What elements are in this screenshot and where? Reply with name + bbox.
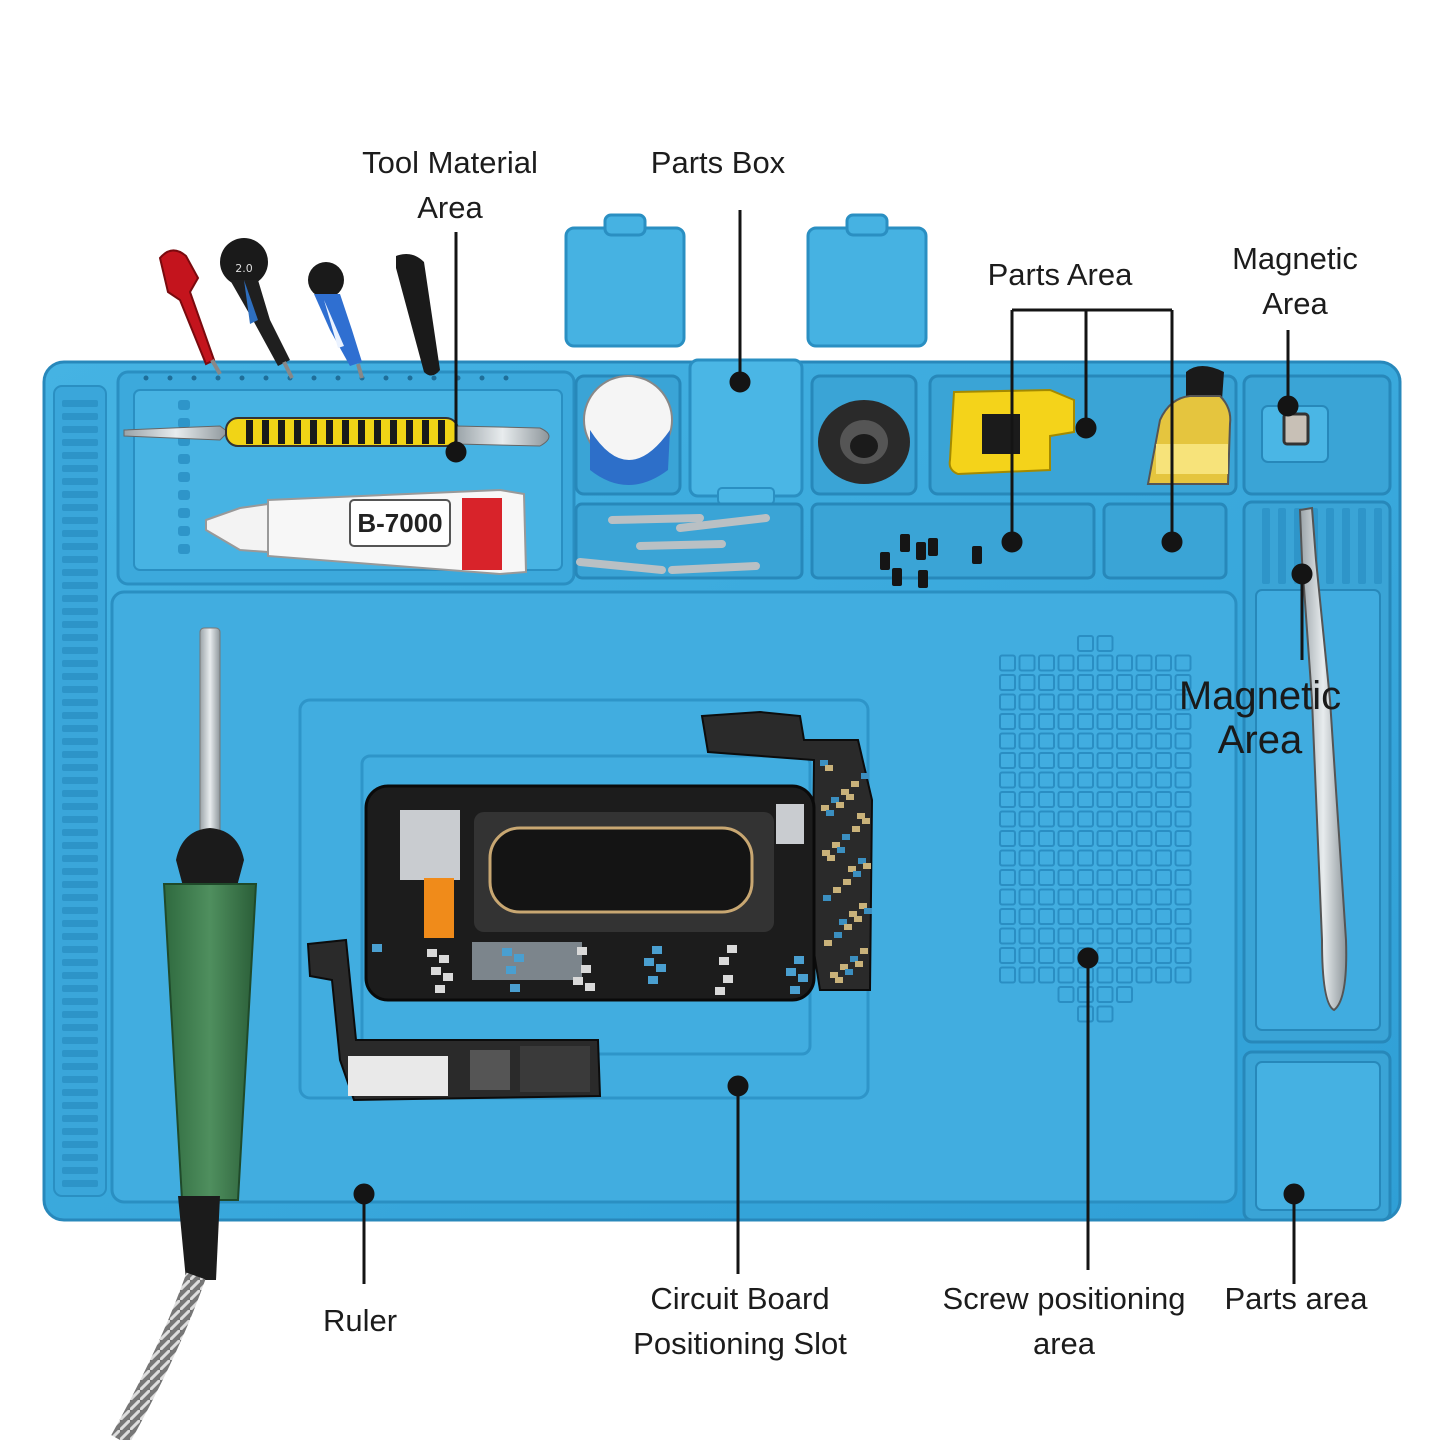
parts-box-lid-right[interactable] bbox=[806, 226, 928, 348]
liquid-bottle-icon bbox=[1146, 366, 1232, 485]
screw-positioning-grid bbox=[999, 635, 1192, 1023]
label-magnetic-area-top: Magnetic Area bbox=[1232, 241, 1358, 321]
screwdriver-icon: 2.0 bbox=[220, 238, 294, 379]
screwdriver-bits bbox=[576, 514, 770, 574]
magnet-chip-icon bbox=[1282, 412, 1310, 446]
flux-jar-icon bbox=[583, 375, 673, 485]
label-parts-area-bottom: Parts area bbox=[1224, 1281, 1368, 1316]
soldering-iron-icon bbox=[111, 627, 258, 1440]
svg-text:B-7000: B-7000 bbox=[357, 508, 442, 538]
label-parts-area-top: Parts Area bbox=[987, 257, 1133, 292]
parts-box-lid-left[interactable] bbox=[564, 226, 686, 348]
label-screw-positioning-area: Screw positioning area bbox=[942, 1281, 1186, 1361]
circuit-board-icon bbox=[306, 938, 602, 1102]
pry-tool-icon bbox=[123, 417, 550, 447]
metal-spudger-icon bbox=[1298, 506, 1348, 1012]
screws bbox=[880, 534, 982, 588]
svg-text:2.0: 2.0 bbox=[235, 262, 253, 275]
glue-tube-icon: B-7000 bbox=[205, 488, 528, 576]
leader-lines bbox=[353, 210, 1313, 1284]
screwdriver-icon bbox=[158, 249, 222, 375]
label-tool-material-area: Tool Material Area bbox=[362, 145, 538, 225]
label-circuit-board-slot: Circuit Board Positioning Slot bbox=[633, 1281, 847, 1361]
screwdriver-icon bbox=[308, 262, 364, 379]
label-magnetic-area-side: Magnetic Area bbox=[1178, 674, 1342, 762]
circuit-board-icon bbox=[700, 710, 874, 991]
spudger-icon bbox=[396, 254, 440, 376]
ruler-strip bbox=[53, 385, 107, 1197]
label-ruler: Ruler bbox=[322, 1303, 398, 1338]
label-parts-box: Parts Box bbox=[650, 145, 786, 180]
phone-frame-icon bbox=[364, 784, 816, 1002]
solder-wick-icon bbox=[818, 400, 910, 484]
